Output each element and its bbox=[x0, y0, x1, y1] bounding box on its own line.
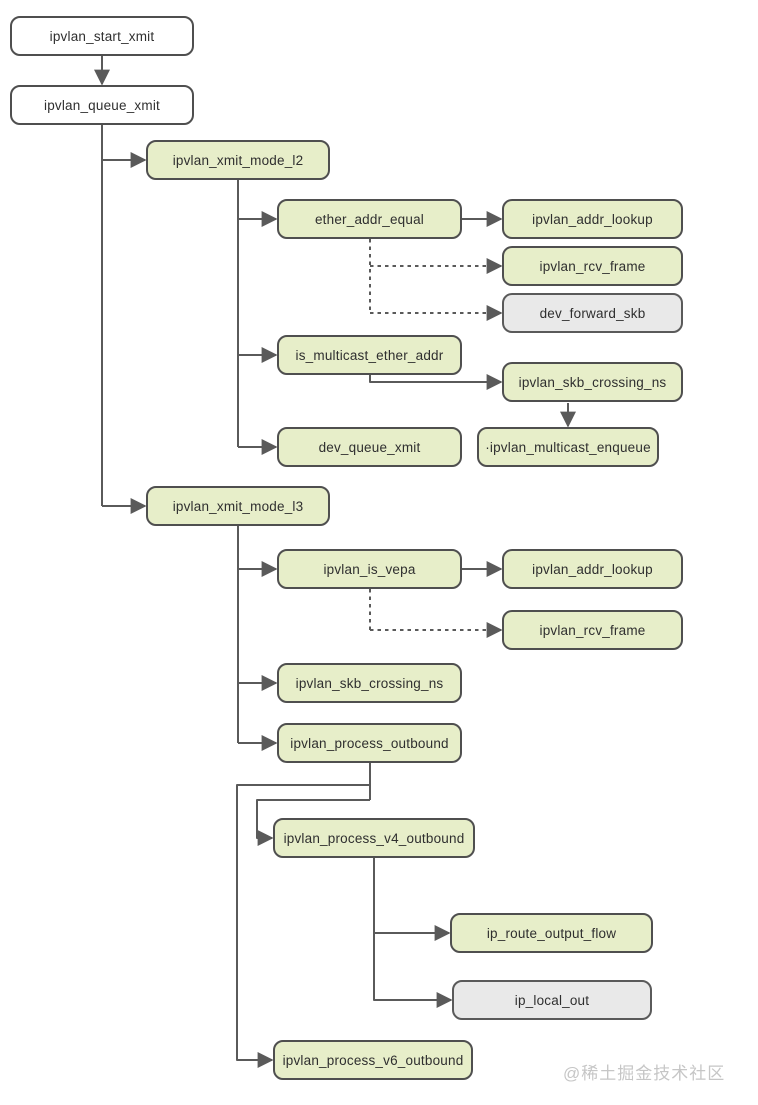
node-ipvlan-addr-lookup: ipvlan_addr_lookup bbox=[502, 199, 683, 239]
node-ipvlan-process-v6-outbound: ipvlan_process_v6_outbound bbox=[273, 1040, 473, 1080]
node-ipvlan-rcv-frame: ipvlan_rcv_frame bbox=[502, 246, 683, 286]
node-label: ipvlan_process_v6_outbound bbox=[282, 1052, 464, 1068]
node-ipvlan-addr-lookup-2: ipvlan_addr_lookup bbox=[502, 549, 683, 589]
node-ipvlan-rcv-frame-2: ipvlan_rcv_frame bbox=[502, 610, 683, 650]
node-label: ipvlan_queue_xmit bbox=[44, 97, 160, 113]
node-label: ·ipvlan_multicast_enqueue bbox=[485, 439, 651, 455]
node-dev-forward-skb: dev_forward_skb bbox=[502, 293, 683, 333]
node-label: ipvlan_start_xmit bbox=[49, 28, 155, 44]
node-label: ether_addr_equal bbox=[314, 211, 425, 227]
node-label: ipvlan_process_outbound bbox=[290, 735, 449, 751]
node-ip-local-out: ip_local_out bbox=[452, 980, 652, 1020]
node-label: ip_local_out bbox=[514, 992, 590, 1008]
node-label: ipvlan_addr_lookup bbox=[532, 211, 653, 227]
node-ipvlan-is-vepa: ipvlan_is_vepa bbox=[277, 549, 462, 589]
node-is-multicast-ether-addr: is_multicast_ether_addr bbox=[277, 335, 462, 375]
node-label: ip_route_output_flow bbox=[486, 925, 617, 941]
node-ipvlan-xmit-mode-l3: ipvlan_xmit_mode_l3 bbox=[146, 486, 330, 526]
node-dev-queue-xmit: dev_queue_xmit bbox=[277, 427, 462, 467]
node-ipvlan-multicast-enqueue: ·ipvlan_multicast_enqueue bbox=[477, 427, 659, 467]
node-label: dev_queue_xmit bbox=[318, 439, 421, 455]
node-label: ipvlan_rcv_frame bbox=[539, 258, 646, 274]
node-label: ipvlan_is_vepa bbox=[323, 561, 416, 577]
node-ipvlan-queue-xmit: ipvlan_queue_xmit bbox=[10, 85, 194, 125]
node-ipvlan-process-v4-outbound: ipvlan_process_v4_outbound bbox=[273, 818, 475, 858]
node-label: dev_forward_skb bbox=[539, 305, 646, 321]
node-label: ipvlan_skb_crossing_ns bbox=[518, 374, 667, 390]
node-ether-addr-equal: ether_addr_equal bbox=[277, 199, 462, 239]
node-ipvlan-skb-crossing-ns-2: ipvlan_skb_crossing_ns bbox=[277, 663, 462, 703]
node-label: ipvlan_skb_crossing_ns bbox=[295, 675, 444, 691]
watermark: @稀土掘金技术社区 bbox=[563, 1064, 726, 1083]
node-label: ipvlan_xmit_mode_l3 bbox=[172, 498, 304, 514]
node-ipvlan-skb-crossing-ns: ipvlan_skb_crossing_ns bbox=[502, 362, 683, 402]
node-label: is_multicast_ether_addr bbox=[295, 347, 444, 363]
node-ip-route-output-flow: ip_route_output_flow bbox=[450, 913, 653, 953]
node-ipvlan-start-xmit: ipvlan_start_xmit bbox=[10, 16, 194, 56]
node-label: ipvlan_process_v4_outbound bbox=[283, 830, 465, 846]
node-label: ipvlan_xmit_mode_l2 bbox=[172, 152, 304, 168]
node-label: ipvlan_rcv_frame bbox=[539, 622, 646, 638]
node-ipvlan-process-outbound: ipvlan_process_outbound bbox=[277, 723, 462, 763]
node-label: ipvlan_addr_lookup bbox=[532, 561, 653, 577]
node-ipvlan-xmit-mode-l2: ipvlan_xmit_mode_l2 bbox=[146, 140, 330, 180]
